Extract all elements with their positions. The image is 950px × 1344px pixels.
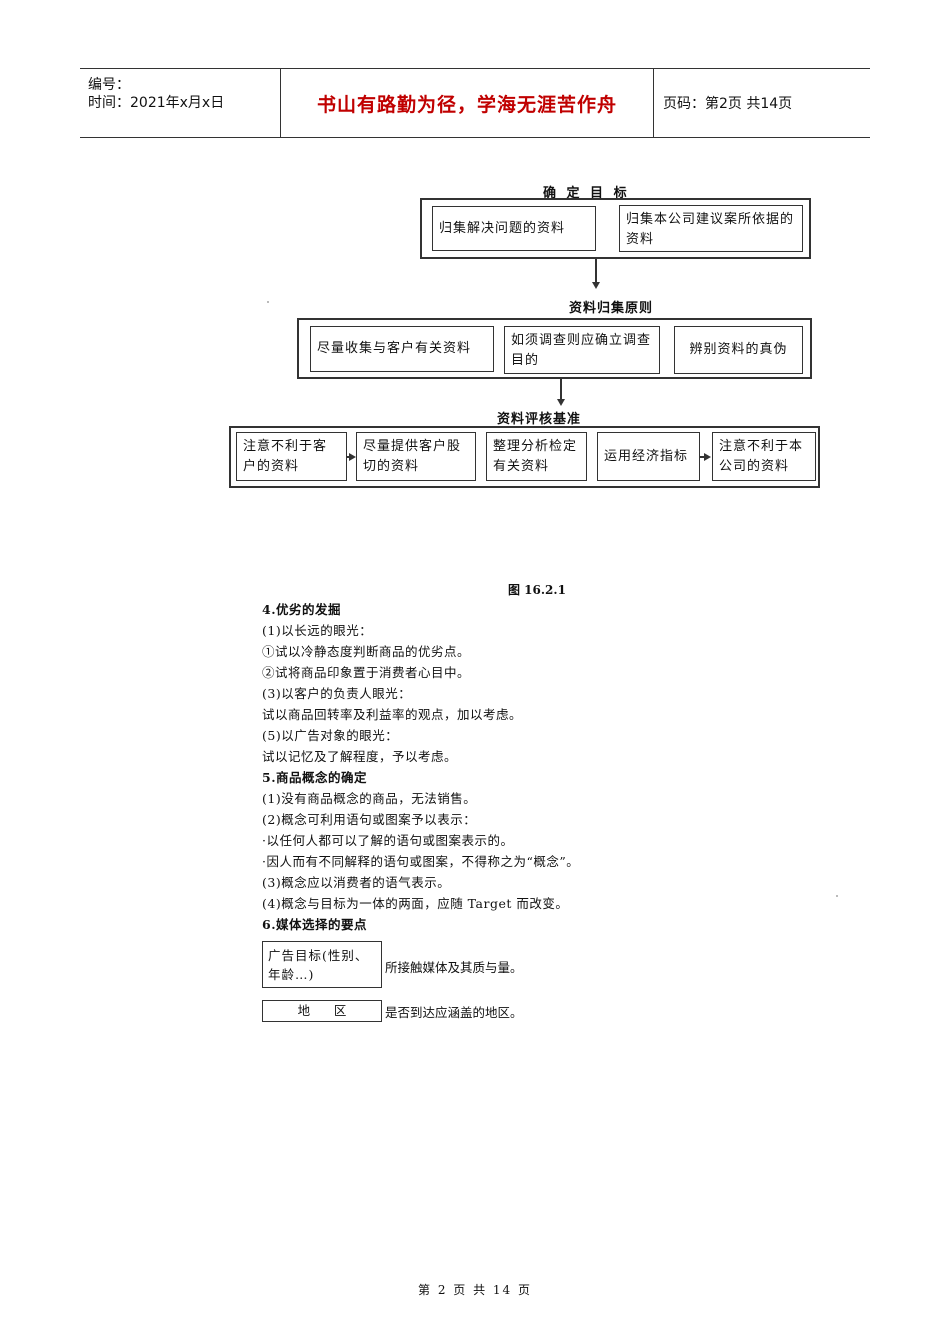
arrow-right-icon — [349, 453, 356, 461]
body-line: (1)以长远的眼光： — [262, 623, 373, 638]
arrow-down-icon — [557, 399, 565, 406]
body-line: ②试将商品印象置于消费者心目中。 — [262, 665, 471, 680]
section3-title: 资料评核基准 — [497, 412, 582, 427]
body-line: 5.商品概念的确定 — [262, 770, 368, 785]
section3-box-3: 整理分析检定有关资料 — [486, 432, 587, 481]
document-header: 编号： 时间：2021年x月x日 书山有路勤为径，学海无涯苦作舟 页码：第2页 … — [80, 68, 870, 138]
body-line: 试以记忆及了解程度，予以考虑。 — [262, 749, 458, 764]
section2-box-2: 如须调查则应确立调查目的 — [504, 326, 660, 374]
media-target-box: 广告目标(性别、年龄…) — [262, 941, 382, 988]
body-line: ·因人而有不同解释的语句或图案，不得称之为“概念”。 — [262, 854, 580, 869]
connector-line — [700, 456, 705, 458]
body-line: 6.媒体选择的要点 — [262, 917, 368, 932]
section2-title: 资料归集原则 — [569, 301, 654, 316]
media-region-desc: 是否到达应涵盖的地区。 — [385, 1005, 523, 1020]
media-region-box: 地 区 — [262, 1000, 382, 1022]
section1-box-2: 归集本公司建议案所依据的资料 — [619, 205, 803, 252]
section2-box-1: 尽量收集与客户有关资料 — [310, 326, 494, 372]
page-footer: 第 2 页 共 14 页 — [418, 1283, 532, 1297]
section3-frame — [229, 426, 820, 488]
body-line: ·以任何人都可以了解的语句或图案表示的。 — [262, 833, 514, 848]
body-line: (5)以广告对象的眼光： — [262, 728, 399, 743]
body-line: (4)概念与目标为一体的两面，应随 Target 而改变。 — [262, 896, 569, 911]
section2-frame — [297, 318, 812, 379]
section3-box-5: 注意不利于本公司的资料 — [712, 432, 816, 481]
connector-line — [560, 379, 562, 401]
slogan: 书山有路勤为径，学海无涯苦作舟 — [316, 93, 617, 116]
figure-caption: 图 16.2.1 — [508, 583, 566, 597]
speck — [267, 301, 269, 303]
date-label: 时间：2021年x月x日 — [88, 95, 225, 111]
section2-box-3: 辨别资料的真伪 — [674, 326, 803, 374]
number-label: 编号： — [88, 77, 130, 93]
section1-box-1: 归集解决问题的资料 — [432, 206, 596, 251]
section3-box-4: 运用经济指标 — [597, 432, 700, 481]
speck — [836, 895, 838, 897]
body-line: 试以商品回转率及利益率的观点，加以考虑。 — [262, 707, 523, 722]
section1-title: 确 定 目 标 — [543, 186, 630, 201]
arrow-down-icon — [592, 282, 600, 289]
body-line: (2)概念可利用语句或图案予以表示： — [262, 812, 477, 827]
section1-frame — [420, 198, 811, 259]
body-line: (3)以客户的负责人眼光： — [262, 686, 412, 701]
body-line: ①试以冷静态度判断商品的优劣点。 — [262, 644, 471, 659]
header-page-cell: 页码：第2页 共14页 — [653, 69, 870, 137]
section3-box-2: 尽量提供客户股切的资料 — [356, 432, 476, 481]
body-line: (1)没有商品概念的商品，无法销售。 — [262, 791, 477, 806]
media-target-desc: 所接触媒体及其质与量。 — [385, 960, 523, 975]
body-text: 4.优劣的发掘 (1)以长远的眼光： ①试以冷静态度判断商品的优劣点。 ②试将商… — [262, 599, 662, 935]
body-line: 4.优劣的发掘 — [262, 602, 342, 617]
page-label: 页码：第2页 共14页 — [663, 96, 793, 112]
header-meta-cell: 编号： 时间：2021年x月x日 — [80, 69, 280, 137]
body-line: (3)概念应以消费者的语气表示。 — [262, 875, 451, 890]
arrow-right-icon — [704, 453, 711, 461]
section3-box-1: 注意不利于客户的资料 — [236, 432, 347, 481]
connector-line — [595, 259, 597, 283]
header-slogan-cell: 书山有路勤为径，学海无涯苦作舟 — [280, 69, 654, 137]
